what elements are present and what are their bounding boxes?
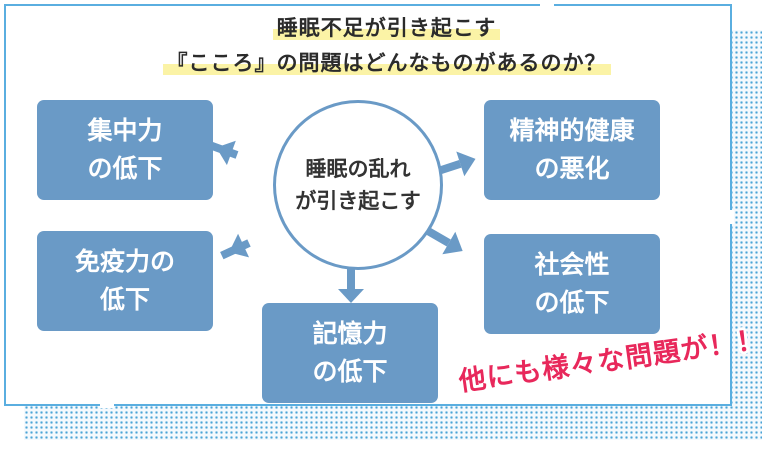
box-immunity-line-1: 免疫力の — [74, 247, 175, 276]
title-line-2-text: 『こころ』の問題はどんなものがあるのか？ — [162, 51, 611, 75]
box-sociality-line-2: の低下 — [534, 288, 610, 317]
title-line-1: 睡眠不足が引き起こす — [0, 12, 773, 42]
title-line-1-text: 睡眠不足が引き起こす — [272, 16, 501, 40]
frame-break — [100, 402, 114, 408]
title-line-2: 『こころ』の問題はどんなものがあるのか？ — [0, 47, 773, 77]
box-concentration-line-2: の低下 — [87, 154, 163, 183]
box-concentration-line-1: 集中力 — [87, 116, 163, 145]
box-immunity: 免疫力の 低下 — [37, 231, 213, 331]
box-immunity-line-2: 低下 — [99, 285, 150, 314]
center-circle: 睡眠の乱れ が引き起こす — [273, 100, 443, 270]
box-sociality: 社会性 の低下 — [484, 234, 660, 334]
box-memory-line-1: 記憶力 — [312, 319, 388, 348]
center-line-2: が引き起こす — [295, 189, 421, 213]
arrow-to-concentration — [207, 140, 239, 166]
box-memory-line-2: の低下 — [312, 357, 388, 386]
box-mental-health-line-1: 精神的健康 — [509, 116, 635, 145]
box-memory: 記憶力 の低下 — [262, 303, 438, 403]
frame-break — [540, 3, 554, 7]
box-mental-health: 精神的健康 の悪化 — [484, 100, 660, 200]
box-sociality-line-1: 社会性 — [534, 250, 610, 279]
box-concentration: 集中力 の低下 — [37, 100, 213, 200]
frame-break — [728, 210, 734, 224]
box-mental-health-line-2: の悪化 — [534, 154, 610, 183]
arrow-to-immunity — [220, 233, 251, 260]
center-line-1: 睡眠の乱れ — [305, 157, 411, 181]
